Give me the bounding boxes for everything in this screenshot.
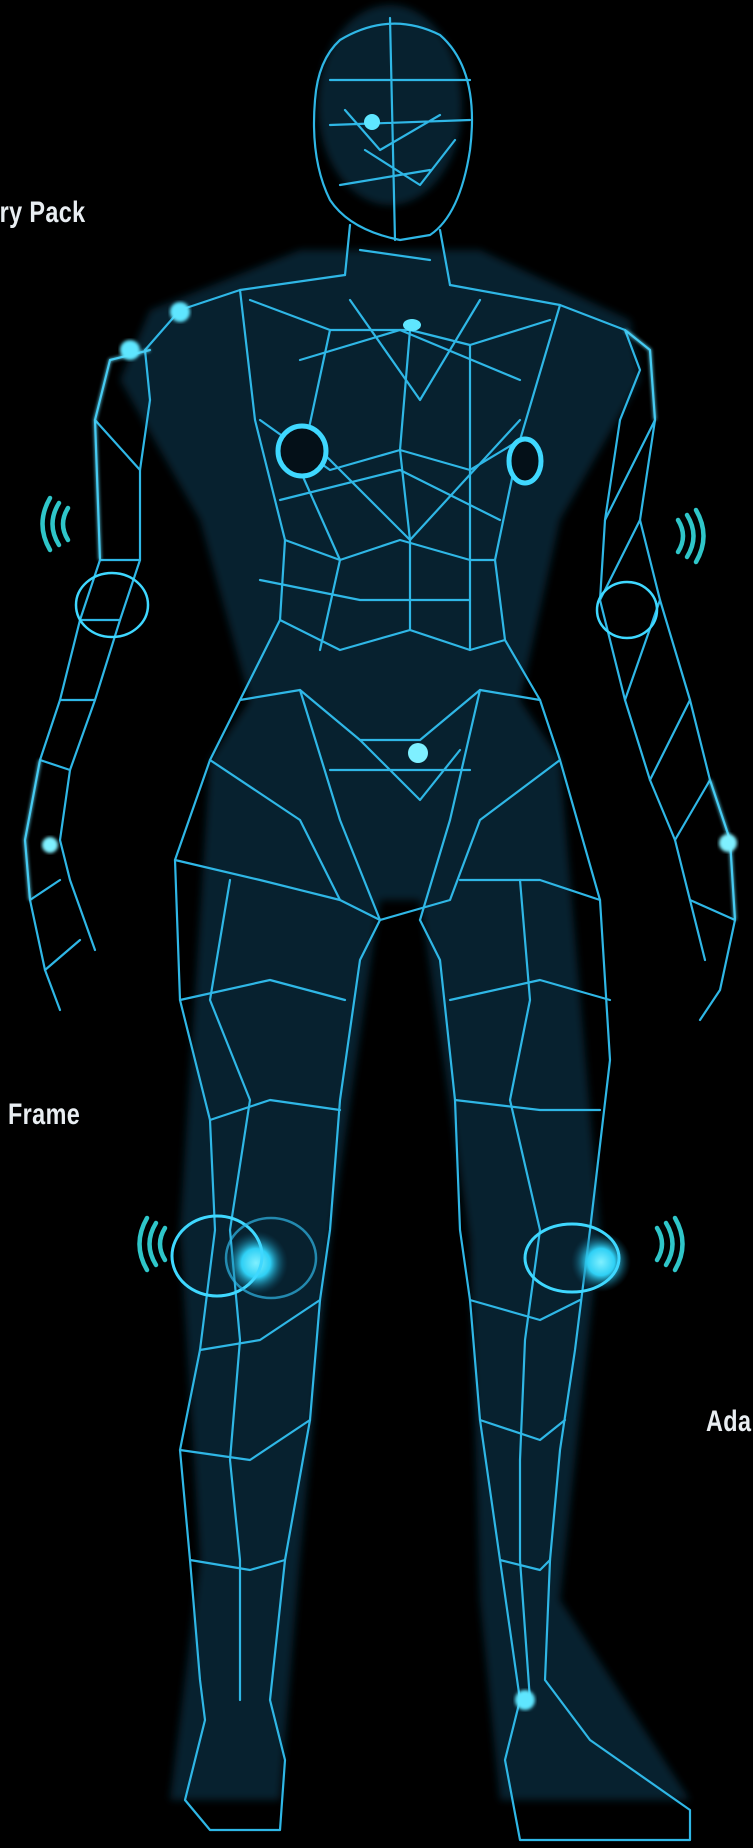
signal-waves-icon: [43, 498, 69, 550]
battery-pack-label: tery Pack: [0, 196, 86, 230]
signal-waves-icon: [140, 1218, 166, 1270]
body-glow: [120, 5, 690, 1800]
signal-waves-icon: [678, 510, 704, 562]
frame-label: Frame: [8, 1098, 80, 1132]
signal-waves-icon: [657, 1218, 683, 1270]
adaptive-label: Ada: [706, 1405, 751, 1439]
